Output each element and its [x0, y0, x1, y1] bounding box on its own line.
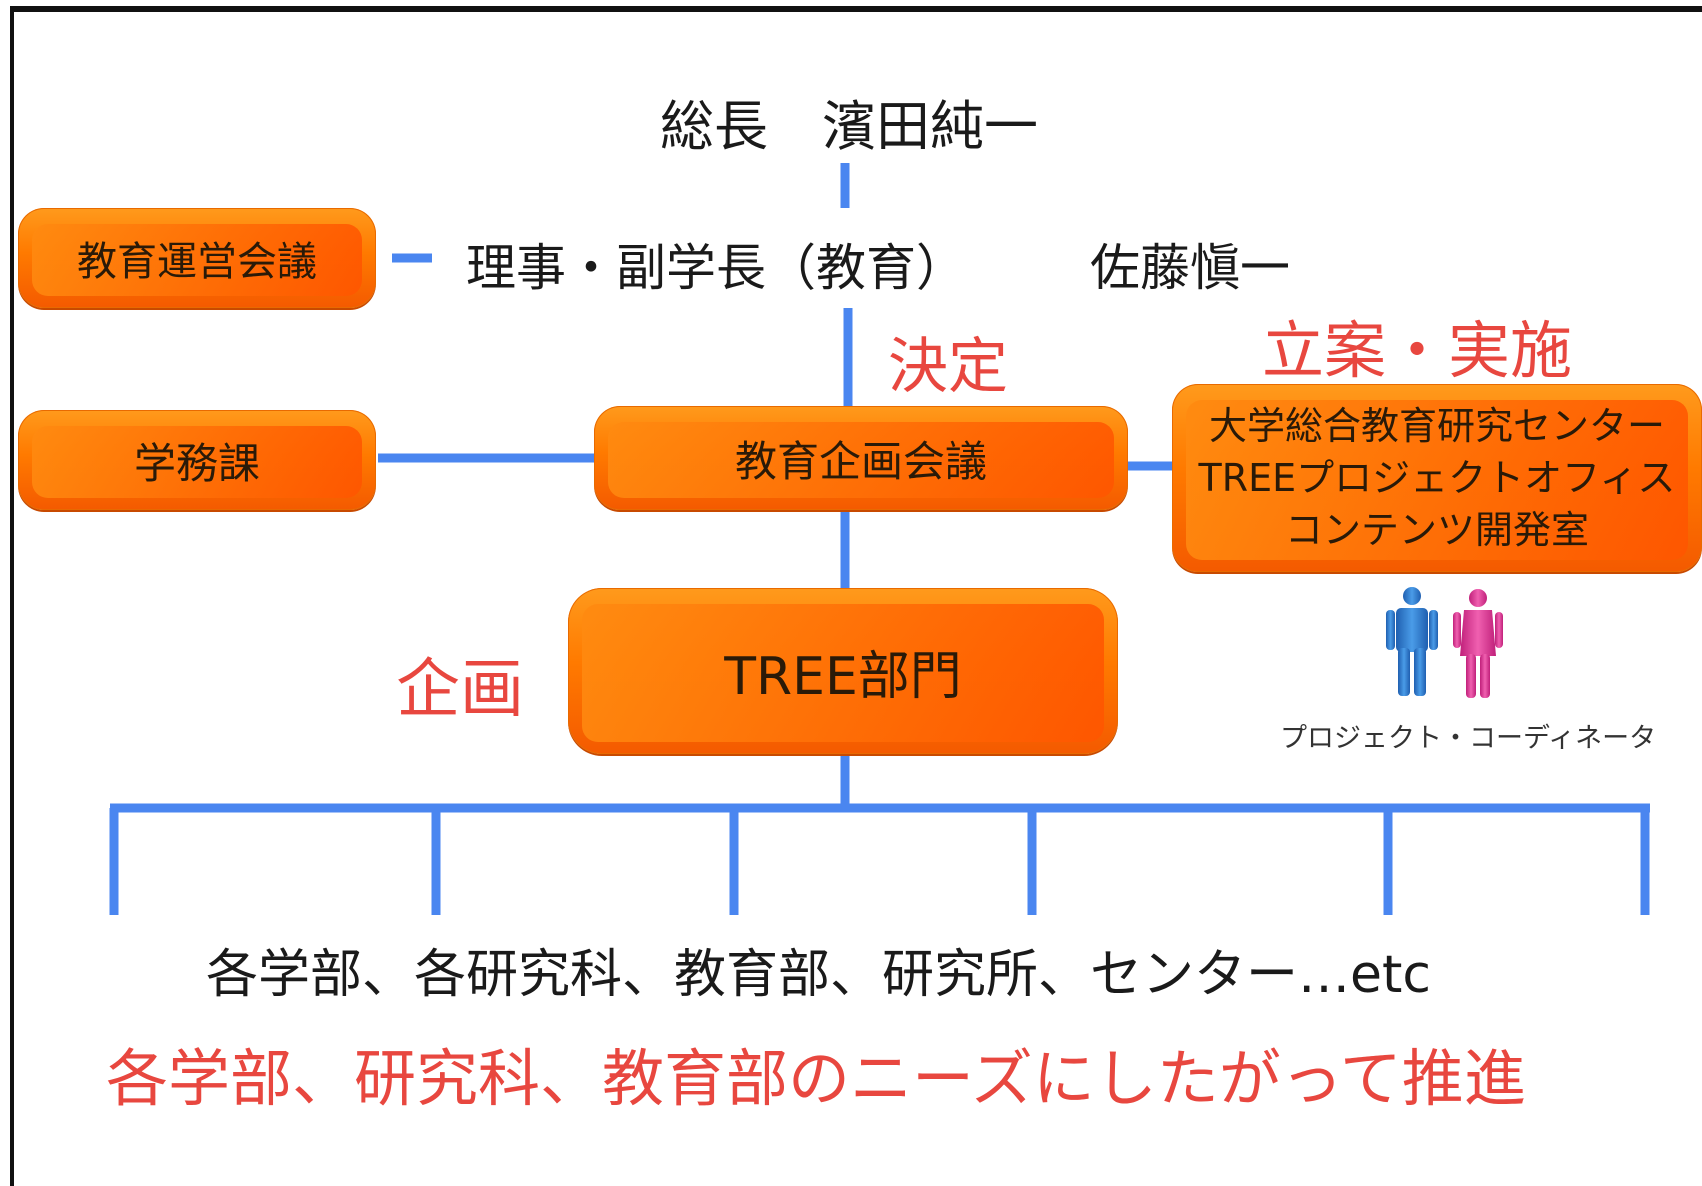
center-line-1: 大学総合教育研究センター: [1208, 404, 1665, 448]
units-list-label: 各学部、各研究科、教育部、研究所、センター…etc: [206, 945, 1431, 1005]
promotion-note: 各学部、研究科、教育部のニーズにしたがって推進: [106, 1042, 1526, 1115]
center-line-3: コンテンツ開発室: [1284, 508, 1589, 552]
frame-border: [10, 6, 1702, 1186]
vice-president-name: 佐藤愼一: [1090, 239, 1290, 297]
education-operations-council-label: 教育運営会議: [77, 239, 317, 285]
education-planning-council-box: 教育企画会議: [594, 406, 1128, 510]
decide-label: 決定: [888, 332, 1008, 402]
female-person-icon: [1453, 589, 1503, 698]
tree-department-label: TREE部門: [724, 646, 962, 707]
center-line-2: TREEプロジェクトオフィス: [1198, 456, 1676, 500]
vice-president-role: 理事・副学長（教育）: [466, 239, 966, 297]
academic-affairs-label: 学務課: [133, 438, 260, 488]
plan-label: 企画: [396, 653, 524, 727]
academic-affairs-box: 学務課: [18, 410, 376, 510]
plan-execute-label: 立案・実施: [1262, 314, 1573, 387]
education-planning-council-label: 教育企画会議: [734, 436, 987, 486]
center-office-box: 大学総合教育研究センター TREEプロジェクトオフィス コンテンツ開発室: [1172, 384, 1702, 572]
president-label: 総長 濱田純一: [660, 95, 1038, 158]
male-person-icon: [1386, 587, 1438, 696]
education-operations-council-box: 教育運営会議: [18, 208, 376, 308]
tree-department-box: TREE部門: [568, 588, 1118, 754]
project-coordinator-label: プロジェクト・コーディネータ: [1280, 723, 1657, 754]
